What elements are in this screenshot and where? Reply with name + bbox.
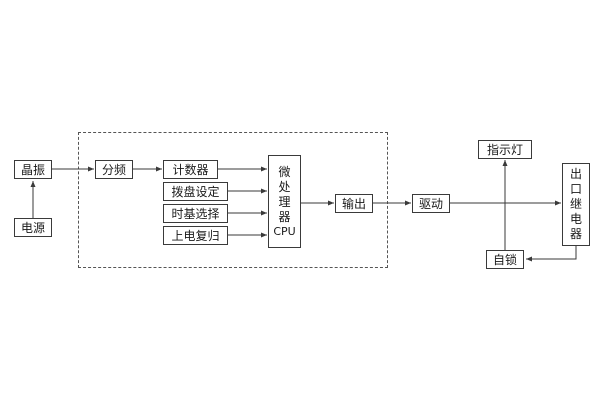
block-mcu-sublabel: CPU [273,224,296,238]
block-dial-setting: 拨盘设定 [163,182,228,201]
block-power-on-reset: 上电复归 [163,226,228,245]
block-freq-divider: 分频 [95,160,133,179]
internal-module-boundary [78,132,388,268]
block-outlet-relay-label: 出口继电器 [569,167,582,241]
block-outlet-relay: 出口继电器 [562,163,590,246]
block-indicator-lamp: 指示灯 [478,140,532,159]
block-counter: 计数器 [163,160,218,179]
block-output: 输出 [335,194,373,213]
block-drive: 驱动 [412,194,450,213]
arrow-relay-to-selflock [526,246,577,262]
block-mcu-label: 微处理器 [278,164,291,224]
block-mcu: 微处理器 CPU [268,155,301,248]
block-self-lock: 自锁 [486,250,524,269]
block-timebase-select: 时基选择 [163,204,228,223]
block-power: 电源 [14,218,52,237]
block-crystal: 晶振 [14,160,52,179]
